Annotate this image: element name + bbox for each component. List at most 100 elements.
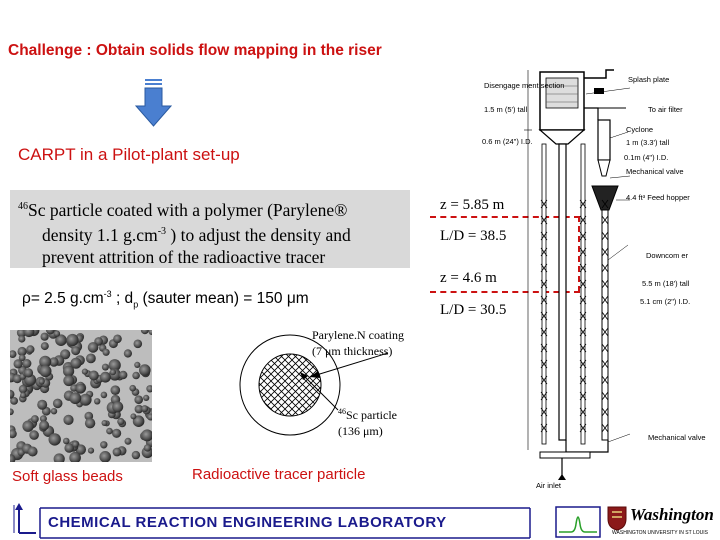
caption-tracer-particle: Radioactive tracer particle (192, 466, 366, 483)
detector-mark (579, 423, 587, 433)
detector-mark (601, 279, 609, 289)
glass-bead (139, 364, 151, 376)
level-line-lower (430, 291, 580, 293)
glass-bead (10, 454, 16, 462)
glass-bead (108, 359, 121, 372)
glass-bead (79, 393, 92, 406)
diagram-label-cyclone-dim1: 1 m (3.3') tall (626, 138, 670, 147)
detector-mark (579, 327, 587, 337)
isotope-superscript: 46 (18, 201, 28, 212)
detector-mark (579, 215, 587, 225)
detector-mark (540, 359, 548, 369)
detector-mark (579, 295, 587, 305)
particle-desc-line1: 46Sc particle coated with a polymer (Par… (18, 200, 347, 220)
glass-bead (119, 370, 128, 380)
glass-bead (70, 357, 82, 369)
sc-label-sup: 46 (338, 407, 346, 416)
glass-bead (123, 349, 132, 358)
glass-bead (147, 413, 152, 421)
level-line-upper (430, 216, 580, 218)
glass-bead (10, 429, 17, 439)
detector-mark (601, 215, 609, 225)
detector-mark (601, 327, 609, 337)
detector-mark (601, 295, 609, 305)
glass-bead (22, 420, 34, 432)
sc-label-line1: 46Sc particle (338, 404, 397, 423)
glass-bead (69, 451, 81, 462)
detector-mark (579, 311, 587, 321)
glass-bead (129, 384, 136, 392)
glass-bead (101, 363, 109, 371)
footer-frame (39, 507, 531, 539)
glass-bead (64, 443, 74, 453)
university-sub-text: WASHINGTON UNIVERSITY IN ST LOUIS (612, 530, 708, 536)
glass-bead (100, 371, 111, 383)
glass-bead (112, 428, 122, 438)
glass-bead (124, 437, 132, 445)
lab-logo-icon (13, 503, 36, 534)
detector-mark (601, 231, 609, 241)
glass-bead (117, 417, 125, 426)
density-sub: p (133, 299, 139, 310)
detector-mark (540, 407, 548, 417)
coating-label-line1: Parylene.N coating (312, 328, 404, 342)
sc-label-text: Sc particle (346, 408, 397, 422)
signal-peak-icon (555, 506, 601, 538)
glass-bead (87, 447, 95, 454)
detector-mark (540, 199, 548, 209)
height-label-2: z = 4.6 m (440, 270, 497, 286)
glass-bead (86, 353, 96, 364)
glass-bead (26, 345, 35, 354)
glass-bead (141, 429, 152, 442)
diagram-label-feed-hopper: 4.4 ft³ Feed hopper (626, 193, 690, 202)
label-arrows (299, 352, 389, 411)
detector-mark (601, 311, 609, 321)
university-logo-text: Washington (630, 505, 714, 524)
riser-apparatus-diagram (524, 69, 631, 480)
glass-bead (109, 369, 116, 376)
university-shield-icon (607, 506, 627, 531)
density-sup: -3 (103, 289, 112, 299)
glass-bead (112, 401, 124, 413)
glass-bead (106, 427, 113, 435)
detector-mark (579, 407, 587, 417)
ld-label-1: L/D = 38.5 (440, 228, 507, 244)
particle-desc-line3: prevent attrition of the radioactive tra… (42, 246, 326, 267)
detector-mark (601, 375, 609, 385)
particle-desc-line2-b: ) to adjust the density and (166, 224, 351, 245)
detector-mark (601, 359, 609, 369)
sc-particle-label: 46Sc particle (136 μm) (338, 404, 397, 439)
detector-mark (540, 343, 548, 353)
subtitle: CARPT in a Pilot-plant set-up (18, 145, 240, 164)
glass-bead (38, 378, 45, 385)
glass-bead (29, 430, 39, 440)
detector-mark (579, 279, 587, 289)
detector-mark (579, 231, 587, 241)
glass-bead (45, 330, 55, 335)
glass-bead (100, 441, 108, 449)
down-arrow-icon (134, 79, 173, 127)
glass-bead (39, 420, 50, 431)
detector-mark (579, 199, 587, 209)
diagram-label-air-filter: To air filter (648, 105, 683, 114)
glass-bead (10, 350, 17, 358)
glass-bead (94, 398, 101, 405)
glass-bead (22, 359, 32, 368)
diagram-label-downcomer: Downcom er (646, 251, 689, 260)
glass-bead (40, 332, 49, 341)
diagram-label-downcomer-dim2: 5.1 cm (2") I.D. (640, 297, 691, 306)
diagram-label-disengage: Disengage ment section (484, 81, 565, 90)
lab-name: CHEMICAL REACTION ENGINEERING LABORATORY (48, 514, 447, 531)
glass-bead (39, 355, 52, 368)
glass-bead (110, 385, 121, 395)
glass-bead (40, 342, 49, 351)
coating-label: Parylene.N coating (7 μm thickness) (312, 327, 404, 359)
diagram-label-disengage-id: 0.6 m (24") I.D. (482, 137, 533, 146)
glass-bead (48, 433, 61, 446)
glass-bead (70, 384, 78, 392)
glass-bead (66, 333, 79, 347)
glass-bead (71, 346, 81, 356)
detector-mark (540, 215, 548, 225)
glass-bead (10, 389, 15, 399)
glass-bead (140, 330, 149, 335)
